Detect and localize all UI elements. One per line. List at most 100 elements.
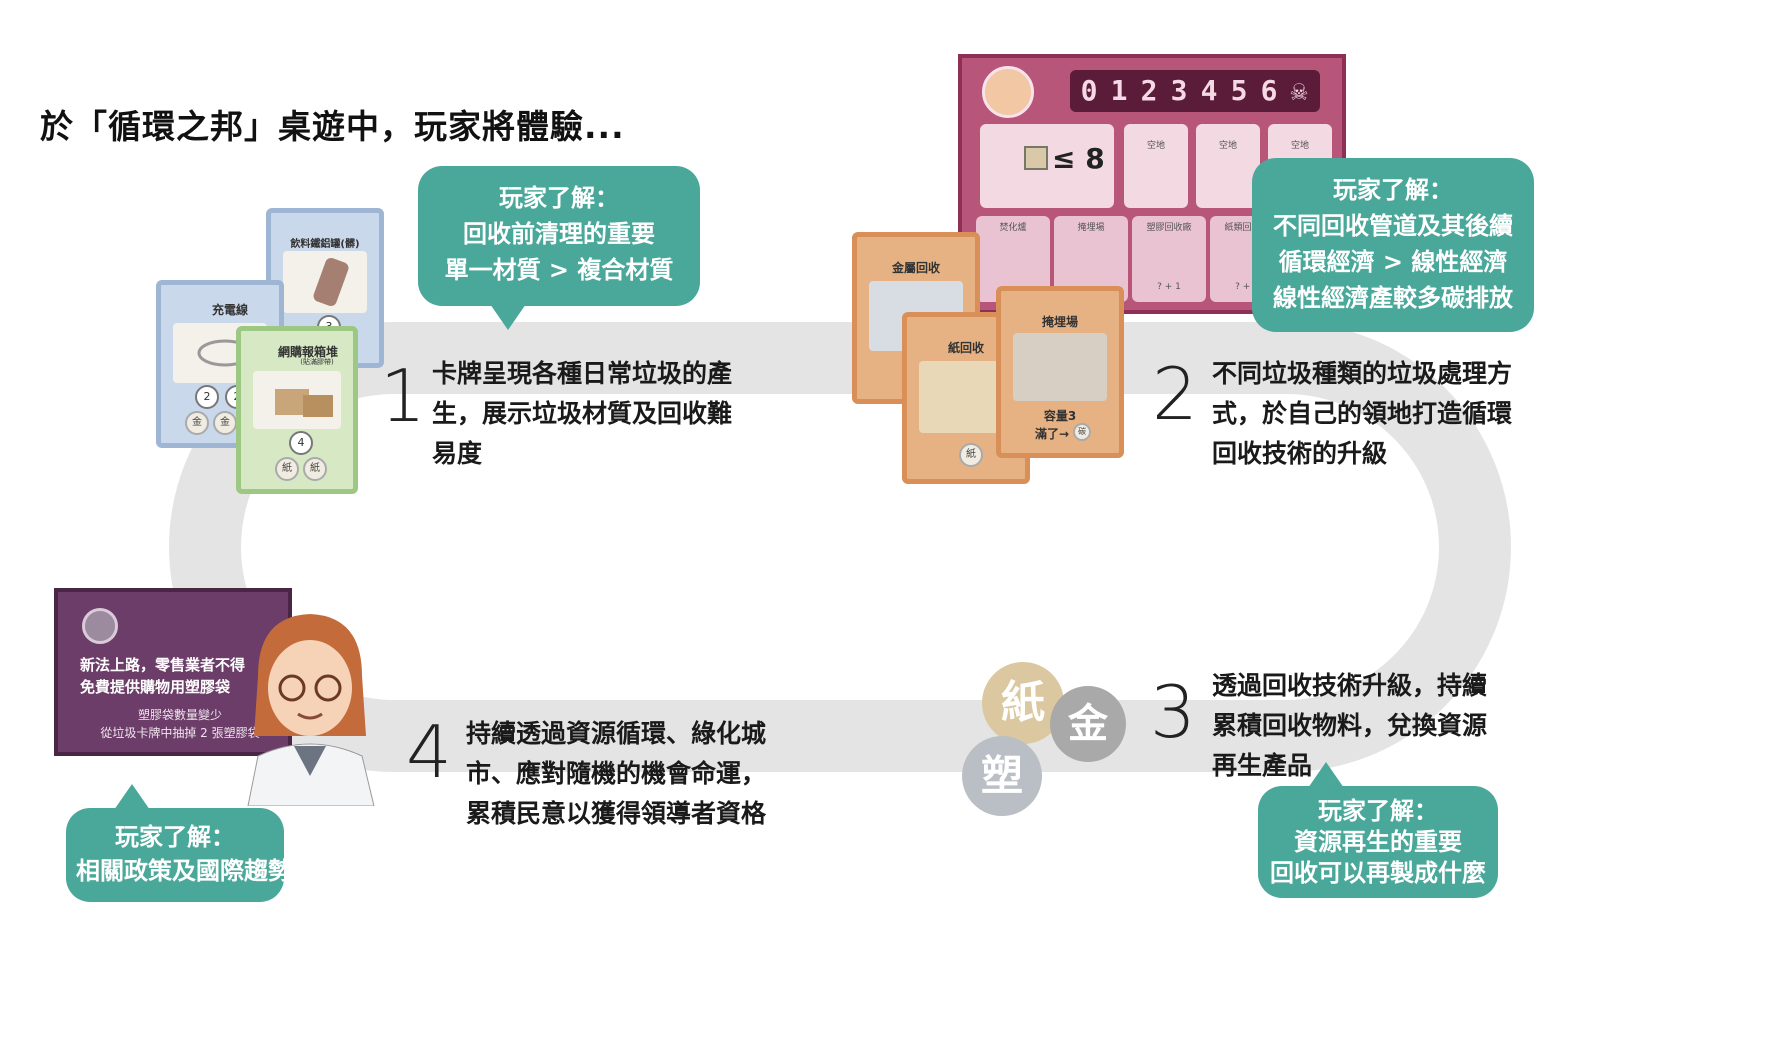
card-box-sublabel: (貼滿膠帶) xyxy=(300,358,334,366)
card-cable-label: 充電線 xyxy=(211,303,248,317)
board-empty-slot-1: 空地 xyxy=(1124,124,1188,208)
cube-icon xyxy=(1024,146,1048,170)
card-box: 網購報箱堆 (貼滿膠帶) 4 紙 紙 xyxy=(236,326,358,494)
step-2-line-3: 回收技術的升級 xyxy=(1212,439,1388,468)
bubble-4: 玩家了解： 相關政策及國際趨勢 xyxy=(66,808,292,902)
bubble-3-line-3: 回收可以再製成什麼 xyxy=(1270,859,1486,887)
step-3-number: 3 xyxy=(1150,670,1196,754)
board-empty-slot-2-label: 空地 xyxy=(1218,141,1237,151)
card-cable-level-1: 2 xyxy=(195,385,219,409)
policy-headline-line-1: 新法上路，零售業者不得 xyxy=(80,656,246,674)
card-landfill-label: 掩埋場 xyxy=(1041,315,1078,329)
step-4-line-2: 市、應對隨機的機會命運， xyxy=(466,759,767,788)
bubble-2-line-4: 線性經濟產較多碳排放 xyxy=(1273,284,1513,312)
board-facility-slot-3-label: 塑膠回收廠 xyxy=(1146,223,1192,233)
bubble-4-tail xyxy=(114,784,150,810)
card-box-label: 網購報箱堆 xyxy=(277,345,338,359)
board-bonus-2: ? + 0 xyxy=(1235,282,1259,292)
card-can-label: 飲料鐵鋁罐(髒) xyxy=(290,239,360,250)
skull-icon: ☠ xyxy=(1290,74,1308,107)
step-3-line-2: 累積回收物料，兌換資源 xyxy=(1212,711,1488,740)
step-2-text: 不同垃圾種類的垃圾處理方 式，於自己的領地打造循環 回收技術的升級 xyxy=(1212,354,1532,474)
bubble-1: 玩家了解： 回收前清理的重要 單一材質 > 複合材質 xyxy=(418,166,700,306)
step-2-number: 2 xyxy=(1152,352,1198,436)
step-1-line-2: 生，展示垃圾材質及回收難 xyxy=(432,399,733,428)
card-box-coin-1: 紙 xyxy=(275,457,299,481)
board-score-track: 0 1 2 3 4 5 6 ☠ xyxy=(1070,70,1320,112)
card-metal-label: 金屬回收 xyxy=(891,261,940,275)
step-4-line-1: 持續透過資源循環、綠化城 xyxy=(466,719,767,748)
bubble-3-tail xyxy=(1308,762,1344,788)
score-digit-4: 4 xyxy=(1200,74,1218,107)
bubble-4-line-2: 相關政策及國際趨勢 xyxy=(76,857,292,885)
score-digit-1: 1 xyxy=(1110,74,1128,107)
scientist-character xyxy=(247,614,375,806)
board-avatar xyxy=(982,66,1034,118)
bubble-3-line-1: 玩家了解： xyxy=(1318,797,1438,825)
box-illustration xyxy=(253,371,341,429)
step-1-line-3: 易度 xyxy=(432,439,483,468)
step-4-line-3: 累積民意以獲得領導者資格 xyxy=(466,799,767,828)
policy-icon xyxy=(82,608,118,644)
metal-token: 金 xyxy=(1050,686,1126,762)
board-empty-slot-2: 空地 xyxy=(1196,124,1260,208)
bubble-1-line-2: 回收前清理的重要 xyxy=(463,220,655,248)
board-bonus-1: ? + 1 xyxy=(1157,282,1181,292)
page-title: 於「循環之邦」桌遊中，玩家將體驗... xyxy=(40,107,625,146)
board-facility-slot-4-label: 紙類回收廠 xyxy=(1224,223,1270,233)
card-cable-coin-2: 金 xyxy=(213,411,237,435)
card-paper-label: 紙回收 xyxy=(947,341,984,355)
step-3-line-3: 再生產品 xyxy=(1212,751,1313,780)
board-empty-slot-3-label: 空地 xyxy=(1290,141,1309,151)
policy-body-line-1: 塑膠袋數量變少 xyxy=(137,708,222,722)
bubble-1-line-1: 玩家了解： xyxy=(499,184,619,212)
step-1-number: 1 xyxy=(380,354,426,438)
bubble-3-line-2: 資源再生的重要 xyxy=(1294,828,1462,856)
policy-body-line-2: 從垃圾卡牌中抽掉 2 張塑膠袋 xyxy=(100,726,260,740)
policy-headline: 新法上路，零售業者不得 免費提供購物用塑膠袋 xyxy=(80,654,280,698)
card-landfill-full: 滿了→ xyxy=(1034,427,1070,441)
bubble-2-line-1: 玩家了解： xyxy=(1333,176,1453,204)
bubble-2-line-3: 循環經濟 > 線性經濟 xyxy=(1278,248,1508,276)
step-1-text: 卡牌呈現各種日常垃圾的產 生，展示垃圾材質及回收難 易度 xyxy=(432,354,752,474)
board-empty-slot-1-label: 空地 xyxy=(1146,141,1165,151)
policy-body: 塑膠袋數量變少 從垃圾卡牌中抽掉 2 張塑膠袋 xyxy=(80,706,280,742)
score-digit-2: 2 xyxy=(1140,74,1158,107)
bubble-1-tail xyxy=(490,304,526,330)
plastic-token: 塑 xyxy=(962,736,1042,816)
card-box-level: 4 xyxy=(289,431,313,455)
step-3-text: 透過回收技術升級，持續 累積回收物料，兌換資源 再生產品 xyxy=(1212,666,1512,786)
step-2-line-1: 不同垃圾種類的垃圾處理方 xyxy=(1212,359,1513,388)
step-1-line-1: 卡牌呈現各種日常垃圾的產 xyxy=(432,359,733,388)
board-facility-slot-2-label: 掩埋場 xyxy=(1077,223,1105,233)
step-4-number: 4 xyxy=(406,710,452,794)
board-rule: ≤ 8 xyxy=(1052,142,1105,175)
board-facility-slot-1-label: 焚化爐 xyxy=(999,223,1027,233)
policy-headline-line-2: 免費提供購物用塑膠袋 xyxy=(80,678,231,696)
card-paper-coin: 紙 xyxy=(959,443,983,467)
card-cable-coin-1: 金 xyxy=(185,411,209,435)
bubble-2: 玩家了解： 不同回收管道及其後續 循環經濟 > 線性經濟 線性經濟產較多碳排放 xyxy=(1252,158,1534,332)
landfill-illustration xyxy=(1013,333,1107,401)
score-digit-0: 0 xyxy=(1080,74,1098,107)
score-digit-5: 5 xyxy=(1230,74,1248,107)
bubble-4-line-1: 玩家了解： xyxy=(115,823,235,851)
board-facility-slot-3: 塑膠回收廠 ? + 1 xyxy=(1132,216,1206,302)
card-box-coin-2: 紙 xyxy=(303,457,327,481)
bubble-3: 玩家了解： 資源再生的重要 回收可以再製成什麼 xyxy=(1258,786,1498,898)
score-digit-6: 6 xyxy=(1260,74,1278,107)
bubble-2-line-2: 不同回收管道及其後續 xyxy=(1273,212,1513,240)
step-2-line-2: 式，於自己的領地打造循環 xyxy=(1212,399,1513,428)
score-digit-3: 3 xyxy=(1170,74,1188,107)
bubble-1-line-3: 單一材質 > 複合材質 xyxy=(444,256,674,284)
board-rule-slot: ≤ 8 xyxy=(980,124,1114,208)
player-board: 0 1 2 3 4 5 6 ☠ ≤ 8 空地 空地 空地 焚化爐 掩埋場 塑膠回… xyxy=(958,54,1346,314)
step-4-text: 持續透過資源循環、綠化城 市、應對隨機的機會命運， 累積民意以獲得領導者資格 xyxy=(466,714,766,834)
card-landfill: 掩埋場 容量3 滿了→ 碳 xyxy=(996,286,1124,458)
policy-card: 新法上路，零售業者不得 免費提供購物用塑膠袋 塑膠袋數量變少 從垃圾卡牌中抽掉 … xyxy=(54,588,292,756)
carbon-icon: 碳 xyxy=(1073,423,1091,441)
step-3-line-1: 透過回收技術升級，持續 xyxy=(1212,671,1488,700)
can-illustration xyxy=(283,251,367,313)
card-landfill-capacity: 容量3 xyxy=(1043,409,1077,423)
